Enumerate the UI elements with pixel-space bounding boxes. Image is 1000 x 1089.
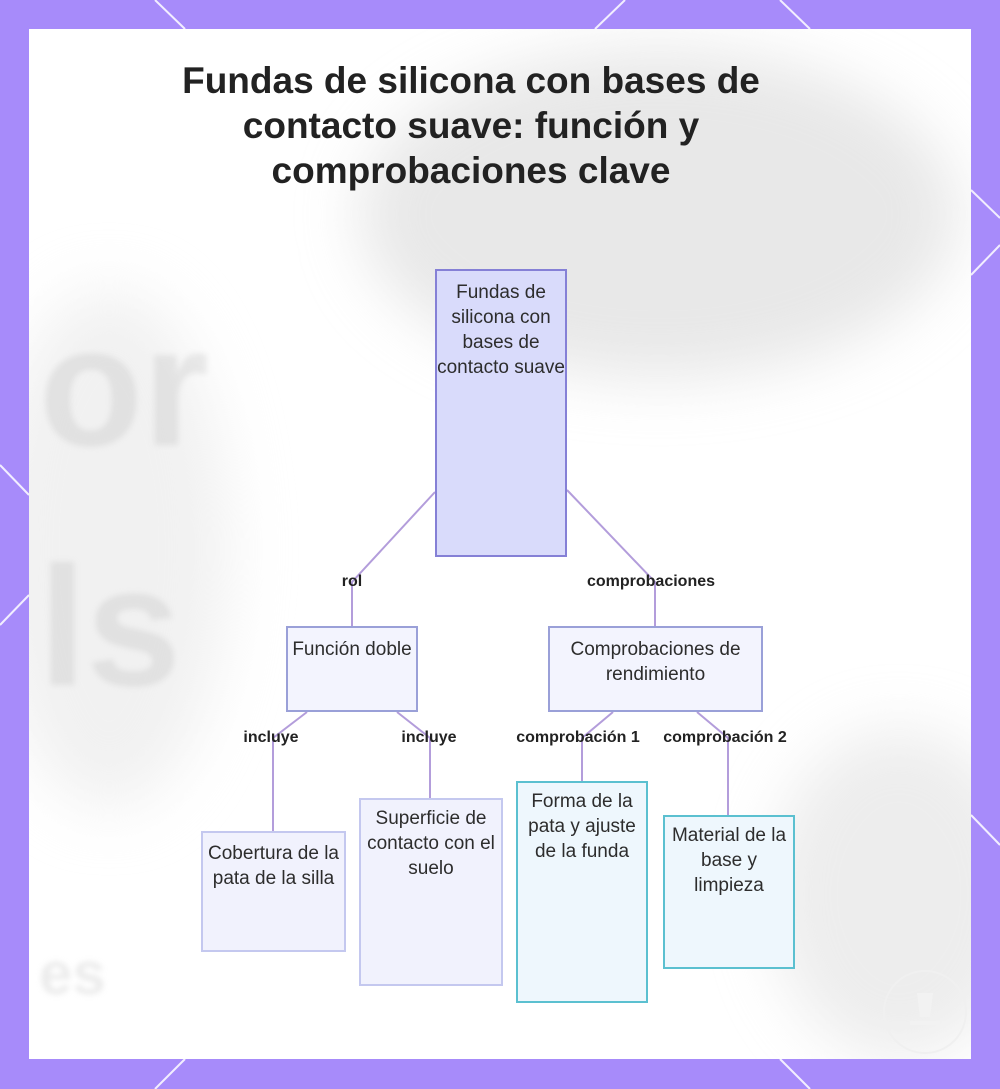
background-watermark: or [39, 292, 209, 482]
background-blur-shape [29, 289, 229, 809]
edge-label-comprobacion-1: comprobación 1 [516, 729, 640, 746]
background-watermark: ls [39, 532, 181, 722]
edge-incluye-1 [272, 711, 308, 831]
edge-comprobaciones [566, 489, 656, 626]
edge-label-incluye-2: incluye [401, 729, 457, 746]
background-watermark: es [39, 940, 106, 1007]
edge-label-comprobacion-2: comprobación 2 [663, 729, 787, 746]
node-base-material: Material de la base y limpieza [663, 815, 795, 969]
node-leg-cover: Cobertura de la pata de la silla [201, 831, 346, 952]
watermark-logo-icon [883, 970, 967, 1054]
node-dual-function: Función doble [286, 626, 418, 712]
diagram-title: Fundas de silicona con bases de contacto… [182, 60, 760, 191]
edge-incluye-2 [396, 711, 431, 798]
edge-label-comprobaciones: comprobaciones [586, 573, 716, 590]
edge-comprobacion-1 [581, 711, 614, 781]
node-leg-shape-fit: Forma de la pata y ajuste de la funda [516, 781, 648, 1003]
node-performance-checks: Comprobaciones de rendimiento [548, 626, 763, 712]
edge-rol [351, 491, 436, 626]
node-floor-surface: Superficie de contacto con el suelo [359, 798, 503, 986]
edge-comprobacion-2 [696, 711, 729, 815]
background-blur-shape [769, 729, 971, 1059]
edge-label-rol: rol [341, 573, 363, 590]
edge-label-incluye-1: incluye [243, 729, 299, 746]
node-root: Fundas de silicona con bases de contacto… [435, 269, 567, 557]
